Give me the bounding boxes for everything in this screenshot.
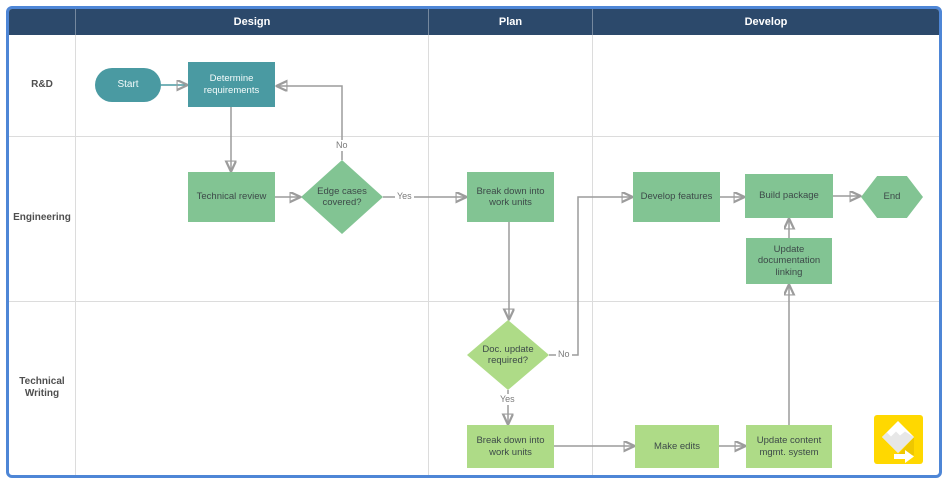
node-label: Edge cases covered?: [317, 185, 367, 208]
node-doc-update-required: Doc. update required?: [467, 320, 549, 390]
lane-label-rnd: R&D: [31, 79, 53, 91]
node-build-package: Build package: [745, 174, 833, 218]
grid-line-vertical: [428, 35, 429, 475]
lane-label-engineering: Engineering: [13, 212, 71, 224]
node-label: Develop features: [640, 191, 713, 203]
node-break-down-work-units-engineering: Break down into work units: [467, 172, 554, 222]
node-develop-features: Develop features: [633, 172, 720, 222]
edge-label-yes: Yes: [498, 394, 517, 405]
node-label: Determine requirements: [203, 73, 260, 96]
header-corner-cell: [9, 9, 75, 35]
phase-header-plan: Plan: [428, 9, 592, 35]
node-technical-review: Technical review: [188, 172, 275, 222]
node-label: Start: [117, 79, 139, 90]
node-label: Update content mgmt. system: [756, 435, 822, 458]
edge-label-no: No: [556, 349, 572, 360]
node-make-edits: Make edits: [635, 425, 719, 468]
node-edge-cases-covered: Edge cases covered?: [301, 160, 383, 234]
edge-doc-update-no-to-develop-features: [549, 197, 632, 356]
node-label: End: [883, 191, 901, 203]
edge-label-yes: Yes: [395, 191, 414, 202]
grid-line-horizontal: [9, 301, 939, 302]
node-label: Break down into work units: [476, 435, 545, 458]
diagram-app-watermark-icon: [874, 415, 923, 464]
node-start: Start: [95, 68, 161, 102]
grid-line-vertical: [75, 35, 76, 475]
node-determine-requirements: Determine requirements: [188, 62, 275, 107]
node-update-content-mgmt-system: Update content mgmt. system: [746, 425, 832, 468]
diagram-canvas: Design Plan Develop R&D Engineering Tech…: [6, 6, 942, 478]
edge-edge-cases-no-to-determine: [277, 86, 343, 160]
phase-header-design: Design: [75, 9, 428, 35]
grid-line-vertical: [592, 35, 593, 475]
swimlane-sheet: Design Plan Develop R&D Engineering Tech…: [9, 9, 939, 475]
node-end: End: [861, 176, 923, 218]
node-label: Technical review: [196, 191, 267, 203]
node-label: Break down into work units: [476, 185, 545, 208]
node-label: Make edits: [654, 440, 700, 452]
edge-label-no: No: [334, 140, 350, 151]
node-label: Update documentation linking: [757, 243, 821, 278]
node-label: Build package: [759, 190, 819, 202]
node-label: Doc. update required?: [482, 343, 534, 366]
lane-label-technical-writing: Technical Writing: [19, 375, 65, 400]
grid-line-horizontal: [9, 136, 939, 137]
node-update-documentation-linking: Update documentation linking: [746, 238, 832, 284]
phase-header-develop: Develop: [592, 9, 939, 35]
node-break-down-work-units-technical-writing: Break down into work units: [467, 425, 554, 468]
